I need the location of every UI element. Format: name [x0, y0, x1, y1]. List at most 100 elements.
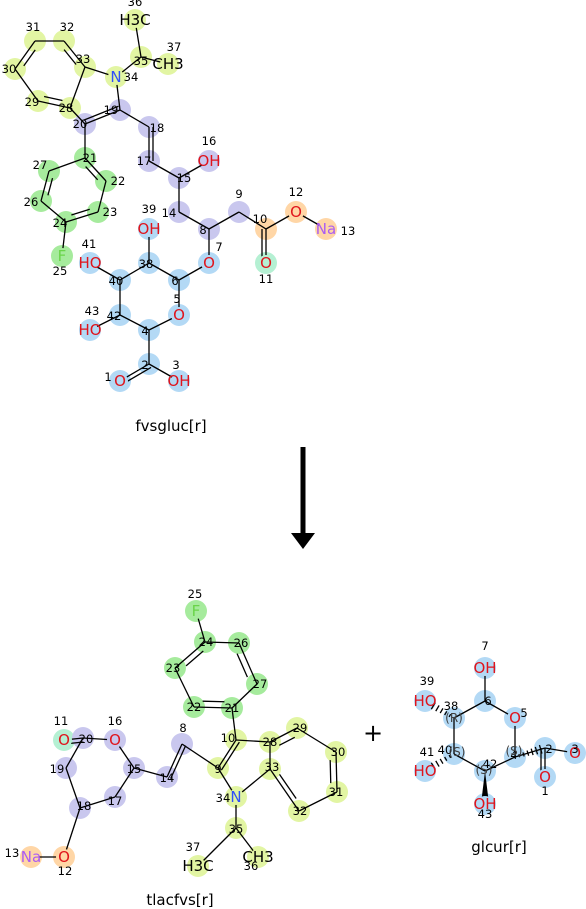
m3-atom-43-element: OH: [473, 795, 496, 813]
m1-atom-37-element: CH3: [152, 55, 183, 73]
m1-atom-5-element: O: [173, 306, 185, 324]
m3-atom-41-number: 41: [420, 745, 435, 759]
m2-atom-13-number: 13: [5, 846, 20, 860]
m2-atom-25-element: F: [192, 602, 201, 620]
m1-atom-9-number: 9: [235, 187, 242, 201]
m3-atom-1-element: O: [539, 768, 551, 786]
m1-atom-11-number: 11: [259, 272, 274, 286]
m2-atom-13-element: Na: [21, 848, 41, 866]
m1-atom-29-number: 29: [25, 95, 40, 109]
m2-atom-10-number: 10: [221, 731, 236, 745]
m1-atom-37-number: 37: [167, 40, 182, 54]
m2-atom-15-number: 15: [127, 762, 142, 776]
stereo-descriptor: (R): [445, 711, 463, 725]
m1-atom-30-number: 30: [2, 62, 17, 76]
m2-atom-29-number: 29: [293, 721, 308, 735]
m1-atom-21-number: 21: [83, 151, 98, 165]
m3-atom-39-number: 39: [420, 674, 435, 688]
glcur-hash-bond-stroke: [435, 705, 440, 712]
m3-atom-7-element: OH: [473, 659, 496, 677]
m2-atom-19-number: 19: [50, 762, 65, 776]
m2-atom-17-number: 17: [108, 794, 123, 808]
m1-atom-19-number: 19: [104, 103, 119, 117]
m1-atom-36-label-bg: [127, 12, 143, 28]
m2-atom-23-number: 23: [166, 661, 181, 675]
reactant-label: fvsgluc[r]: [135, 417, 206, 435]
m1-atom-24-number: 24: [53, 216, 68, 230]
m1-atom-39-number: 39: [142, 202, 157, 216]
m2-atom-27-number: 27: [253, 677, 268, 691]
m2-atom-36-element: CH3: [242, 848, 273, 866]
m2-atom-37-element: H3C: [182, 857, 213, 875]
m3-atom-43-number: 43: [478, 807, 493, 821]
m3-atom-4-number: 4: [510, 748, 517, 762]
m1-atom-33-number: 33: [76, 52, 91, 66]
glcur-hash-bond-stroke: [439, 758, 444, 764]
m1-atom-13-number: 13: [341, 224, 356, 238]
m1-atom-12-element: O: [290, 203, 302, 221]
m3-atom-7-number: 7: [481, 639, 488, 653]
glcur-hash-bond-stroke: [430, 702, 436, 710]
m1-atom-18-number: 18: [150, 121, 165, 135]
m1-atom-11-element: O: [260, 254, 272, 272]
m3-atom-3-element: O: [569, 744, 581, 762]
m3-atom-5-number: 5: [520, 706, 527, 720]
m1-atom-38-number: 38: [139, 257, 154, 271]
m2-atom-31-number: 31: [329, 785, 344, 799]
m1-atom-42-number: 42: [107, 309, 122, 323]
m2-atom-11-number: 11: [54, 714, 69, 728]
m2-atom-35-number: 35: [229, 822, 244, 836]
m1-atom-27-number: 27: [33, 158, 48, 172]
m1-atom-2-number: 2: [141, 358, 148, 372]
glcur-hash-bond-stroke: [530, 748, 534, 756]
m1-atom-22-number: 22: [111, 174, 126, 188]
m2-atom-11-label-bg: [56, 732, 72, 748]
glcur-hash-bond-stroke: [538, 744, 543, 754]
m3-atom-1-label-bg: [537, 769, 553, 785]
m3-atom-7-label-bg: [477, 660, 493, 676]
m2-atom-26-number: 26: [234, 636, 249, 650]
m1-atom-23-number: 23: [103, 205, 118, 219]
glcur-hash-bond-stroke: [439, 708, 444, 714]
m1-atom-11-label-bg: [258, 255, 274, 271]
m1-atom-7-number: 7: [215, 240, 222, 254]
m1-atom-40-number: 40: [109, 274, 124, 288]
m1-atom-26-number: 26: [24, 195, 39, 209]
m2-atom-33-number: 33: [265, 760, 280, 774]
m3-atom-2-number: 2: [545, 742, 552, 756]
m3-atom-39-element: HO: [413, 692, 436, 710]
m3-atom-5-label-bg: [507, 710, 523, 726]
stereo-descriptor: (S): [476, 763, 493, 777]
m1-atom-1-element: O: [114, 372, 126, 390]
m1-atom-39-element: OH: [137, 220, 160, 238]
m1-atom-3-label-bg: [171, 373, 187, 389]
m1-atom-41-label-bg: [82, 255, 98, 271]
m1-atom-34-label-bg: [108, 69, 124, 85]
m2-atom-9-number: 9: [214, 762, 221, 776]
m2-atom-12-number: 12: [58, 864, 73, 878]
m1-atom-43-label-bg: [82, 322, 98, 338]
m1-atom-7-element: O: [203, 254, 215, 272]
m1-atom-43-element: HO: [78, 321, 101, 339]
m1-atom-16-label-bg: [201, 153, 217, 169]
m3-atom-41-element: HO: [413, 762, 436, 780]
m1-atom-1-label-bg: [112, 373, 128, 389]
bonds: [14, 19, 576, 867]
m1-atom-5-number: 5: [173, 292, 180, 306]
m1-atom-34-element: N: [110, 68, 121, 86]
m1-atom-3-element: OH: [167, 372, 190, 390]
m2-atom-37-label-bg: [190, 858, 206, 874]
m1-atom-35-number: 35: [134, 54, 149, 68]
m2-atom-32-number: 32: [293, 804, 308, 818]
m1-atom-25-label-bg: [54, 248, 70, 264]
m1-atom-41-number: 41: [82, 237, 97, 251]
m1-atom-31-number: 31: [26, 20, 41, 34]
glcur-hash-bond-stroke: [444, 710, 448, 716]
m1-atom-7-label-bg: [201, 255, 217, 271]
m1-atom-43-number: 43: [85, 304, 100, 318]
stereo-descriptor: (S): [506, 744, 523, 758]
m2-atom-13-label-bg: [23, 849, 39, 865]
m2-atom-34-element: N: [230, 788, 241, 806]
glcur-hash-bond-stroke: [518, 754, 521, 758]
